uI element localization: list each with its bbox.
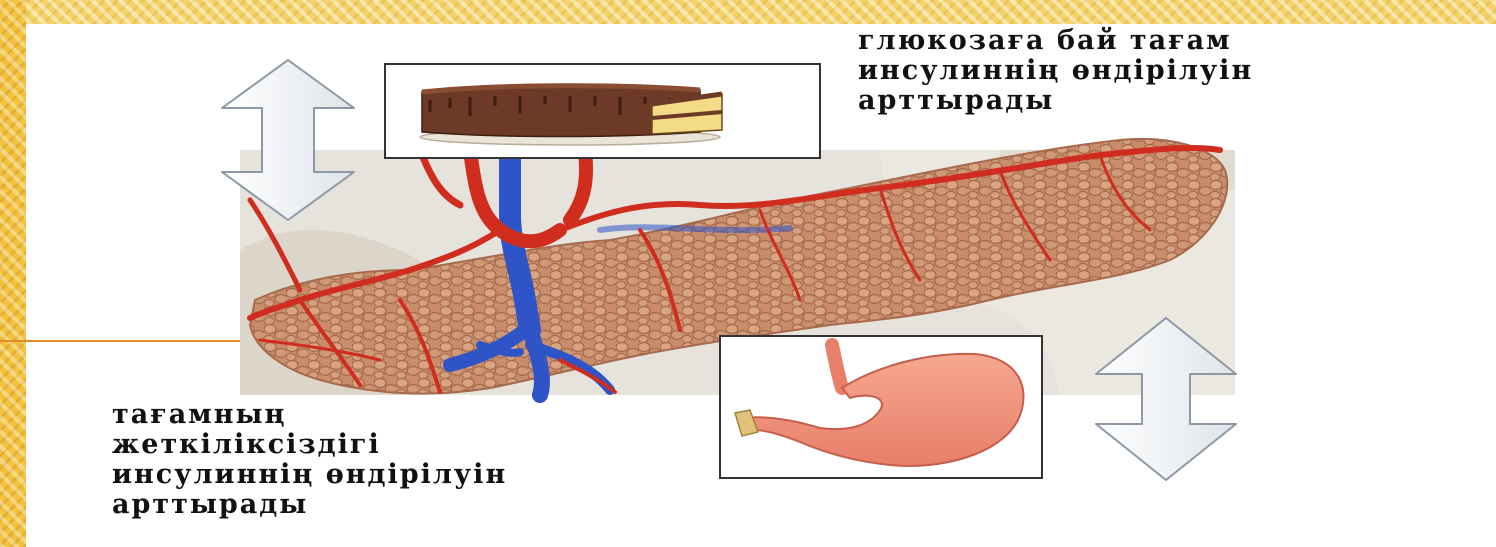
caption-line: инсулиннің өндірілуін — [858, 56, 1253, 86]
caption-line: глюкозаға бай тағам — [858, 26, 1253, 56]
cake-image — [385, 64, 820, 158]
caption-line: инсулиннің өндірілуін — [112, 460, 507, 490]
stomach-image — [720, 336, 1042, 478]
caption-food-deficiency: тағамның жеткіліксіздігі инсулиннің өнді… — [112, 400, 507, 520]
caption-line: жеткіліксіздігі — [112, 430, 507, 460]
caption-line: арттырады — [858, 86, 1253, 116]
caption-glucose-rich-food: глюкозаға бай тағам инсулиннің өндірілуі… — [858, 26, 1253, 116]
caption-line: тағамның — [112, 400, 507, 430]
caption-line: арттырады — [112, 490, 507, 520]
